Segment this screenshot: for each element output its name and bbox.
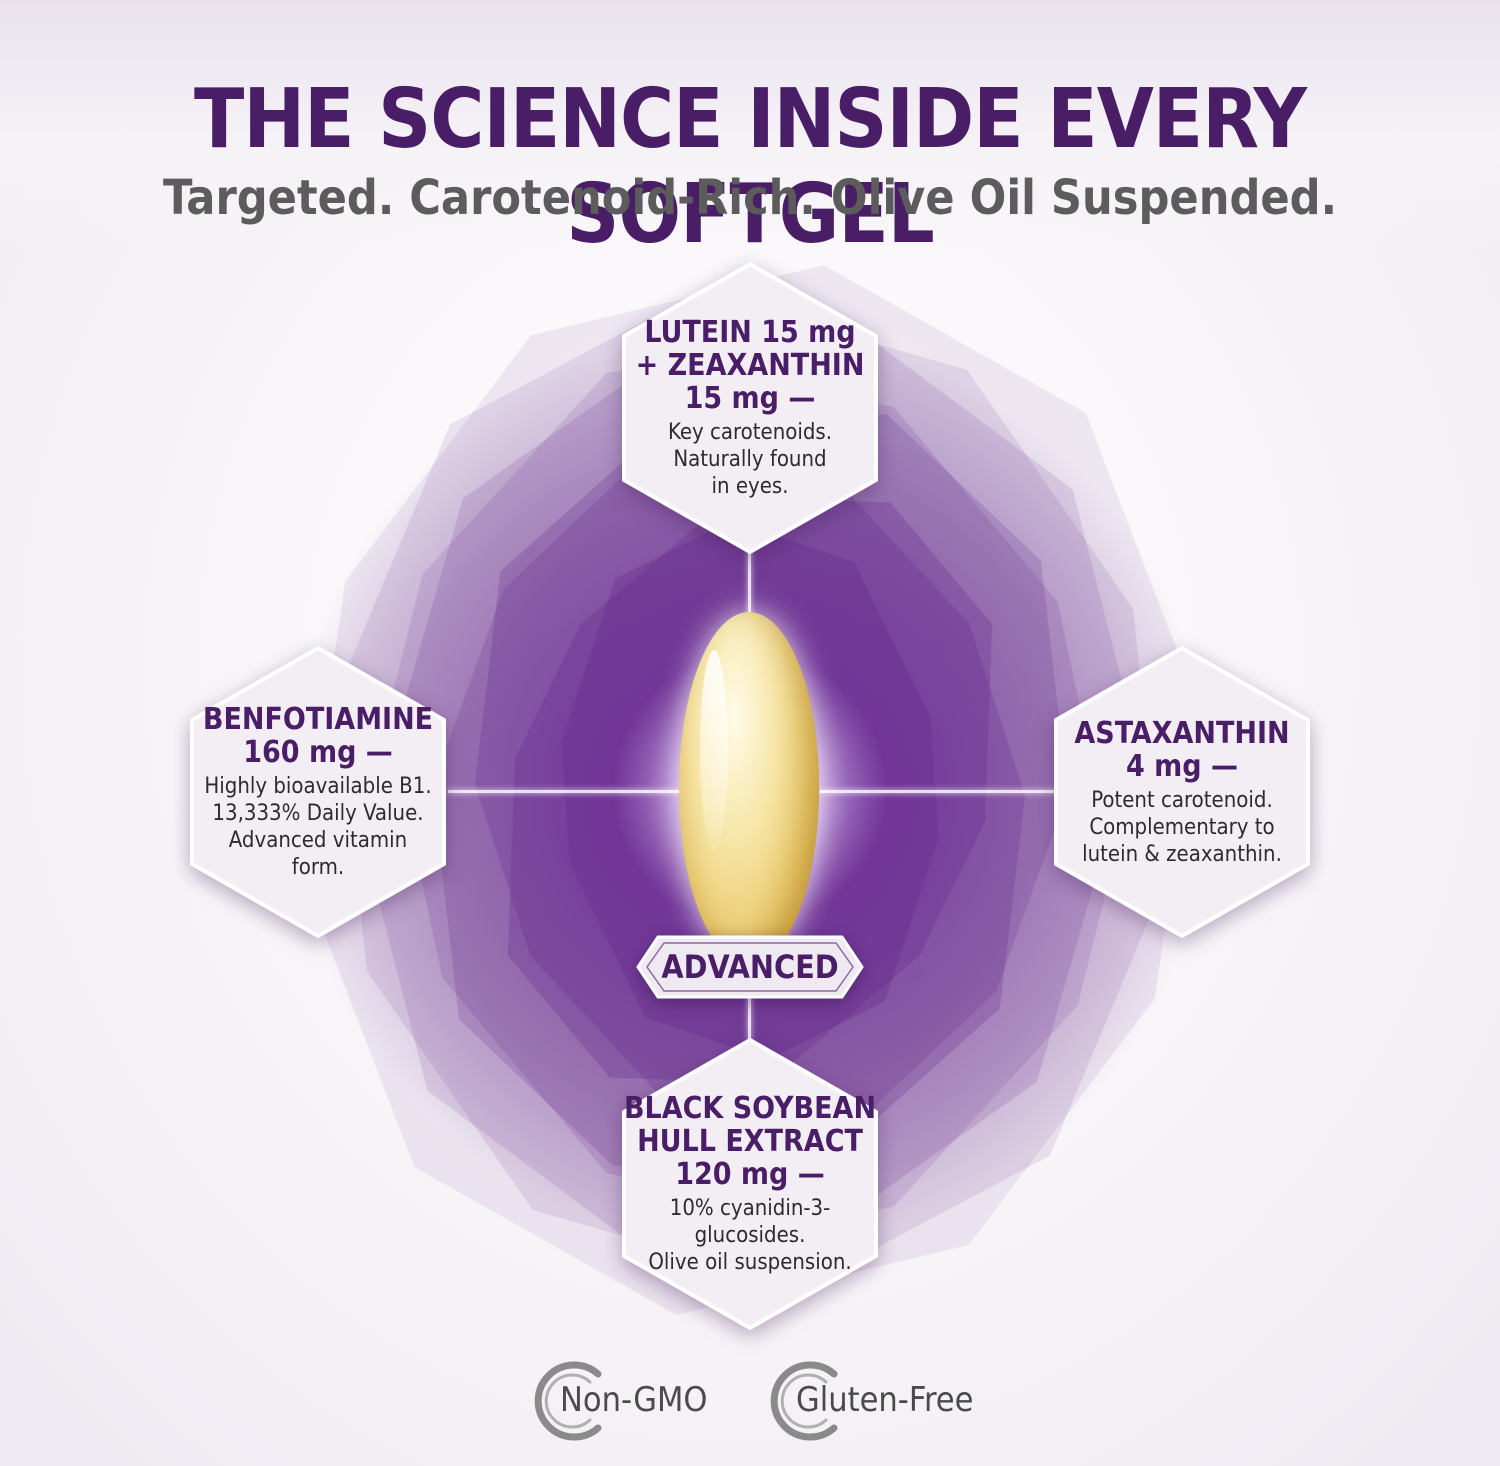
hexagon-shape [622, 261, 878, 555]
ingredient-title: BLACK SOYBEAN HULL EXTRACT 120 mg — [623, 1091, 877, 1192]
ingredient-hex-benfotiamine: BENFOTIAMINE 160 mg — Highly bioavailabl… [186, 644, 450, 940]
ingredient-title: LUTEIN 15 mg + ZEAXANTHIN 15 mg — [635, 315, 865, 416]
softgel-highlight [700, 650, 728, 850]
hexagon-shape [622, 1037, 878, 1331]
ingredient-hex-lutein: LUTEIN 15 mg + ZEAXANTHIN 15 mg — Key ca… [618, 260, 882, 556]
gluten-free-icon [770, 1361, 838, 1441]
hexagon-shape [1054, 645, 1310, 939]
ingredient-hex-astaxanthin: ASTAXANTHIN 4 mg — Potent carotenoid. Co… [1050, 644, 1314, 940]
ingredient-title: ASTAXANTHIN 4 mg — [1074, 715, 1290, 784]
non-gmo-icon [534, 1361, 602, 1441]
ingredient-description: Key carotenoids. Naturally found in eyes… [667, 420, 833, 499]
ingredient-description: Highly bioavailable B1. 13,333% Daily Va… [204, 774, 432, 880]
connector-right [820, 790, 1055, 793]
ingredient-title: BENFOTIAMINE 160 mg — [202, 702, 434, 770]
connector-top [748, 550, 751, 620]
page-subtitle: Targeted. Carotenoid-Rich. Olive Oil Sus… [163, 170, 1337, 226]
softgel-capsule [679, 612, 819, 964]
cert-label: Gluten-Free [796, 1380, 974, 1420]
connector-bottom [748, 995, 751, 1040]
cert-label: Non-GMO [560, 1380, 708, 1420]
connector-left [448, 790, 680, 793]
ingredient-description: Potent carotenoid. Complementary to lute… [1082, 787, 1282, 867]
header-background [0, 0, 1500, 250]
ingredient-hex-black-soybean: BLACK SOYBEAN HULL EXTRACT 120 mg — 10% … [618, 1036, 882, 1332]
hexagon-shape [190, 645, 446, 939]
badge-shape [636, 935, 864, 999]
advanced-badge: ADVANCED [636, 935, 864, 999]
page-title: THE SCIENCE INSIDE EVERY SOFTGEL [194, 72, 1307, 262]
gluten-free-badge: Gluten-Free [764, 1356, 984, 1446]
non-gmo-badge: Non-GMO [528, 1356, 718, 1446]
ingredient-description: 10% cyanidin-3-glucosides. Olive oil sus… [648, 1196, 852, 1275]
badge-label: ADVANCED [661, 948, 839, 986]
